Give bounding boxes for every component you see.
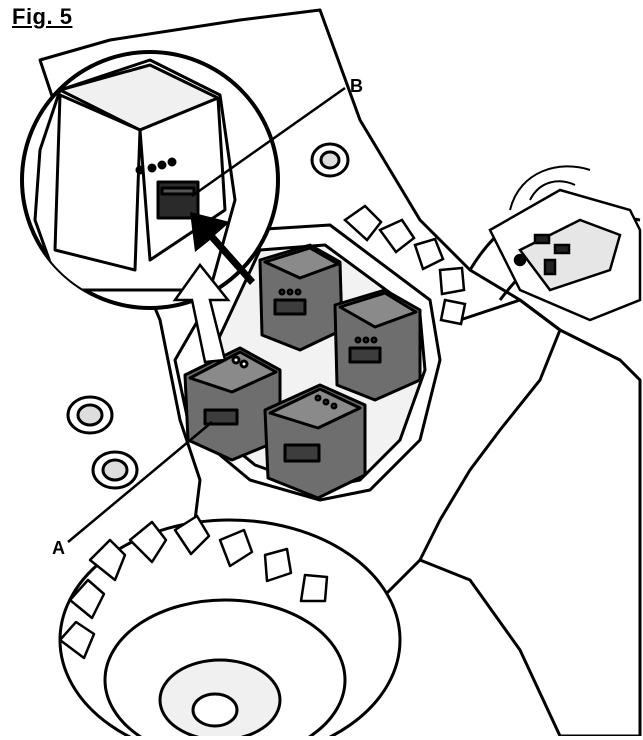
figure-title: Fig. 5 [12,4,73,29]
callout-label-a: A [52,538,65,558]
battery-pack-2 [333,288,422,402]
knob-top [310,142,350,178]
control-panel [488,188,642,322]
insertion-arrow-main [172,262,231,364]
callout-label-b: B [350,76,363,96]
leader-line-b [191,86,346,198]
leader-line-a [67,421,213,543]
insertion-arrow-inset [190,212,255,285]
battery-pack-3 [183,346,282,462]
auger-tread [343,204,467,326]
knob-lower [91,450,139,490]
knob-upper [66,395,114,435]
battery-pack-4 [263,383,367,500]
tire [58,514,402,740]
battery-pack-1 [258,243,344,352]
